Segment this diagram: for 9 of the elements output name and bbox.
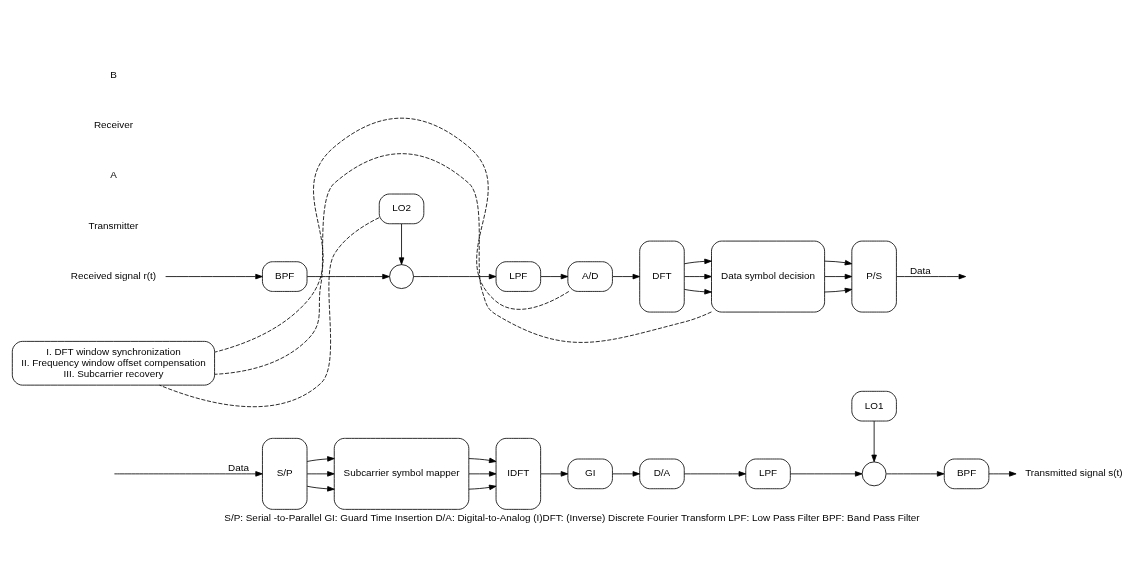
caption: S/P: Serial -to-Parallel GI: Guard Time Insertion D/A: Digital-to-Analog (I)DFT: (Inverse) Discrete Fourier Transform LPF: Low Pass Filter BPF: Band Pass Filter bbox=[224, 511, 920, 523]
edge-label: Data bbox=[909, 264, 931, 276]
node-text: Transmitted signal s(t) bbox=[1025, 466, 1123, 478]
edge-label: Data bbox=[228, 461, 249, 473]
node-text: Received signal r(t) bbox=[70, 269, 157, 281]
label: A bbox=[110, 168, 117, 180]
label: Receiver bbox=[93, 118, 133, 130]
label: B bbox=[110, 68, 117, 80]
label: Transmitter bbox=[88, 219, 139, 231]
